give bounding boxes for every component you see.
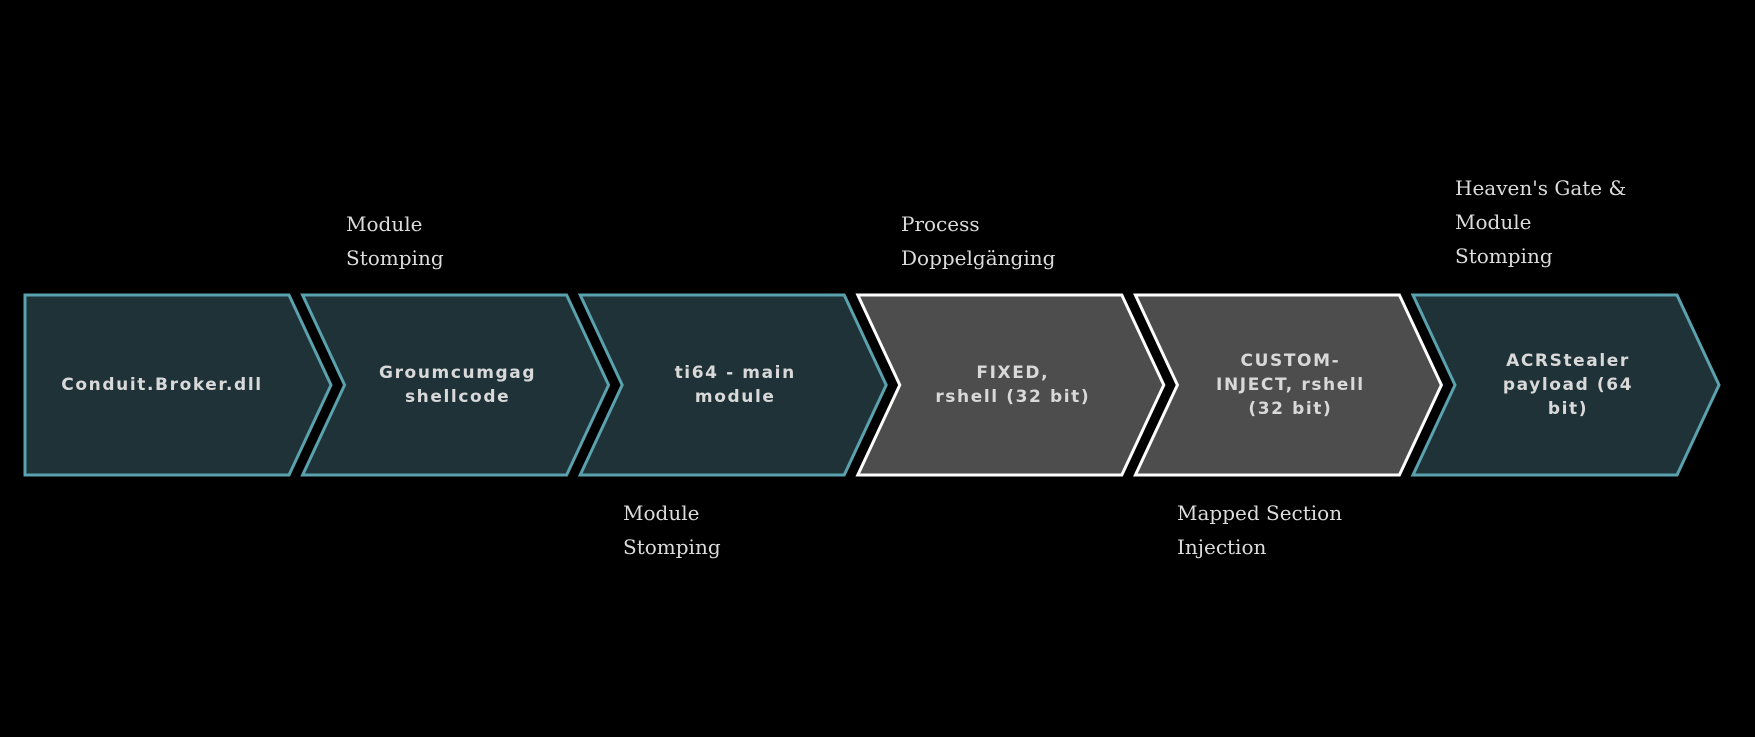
stage-label: ti64 - main module	[610, 295, 860, 475]
stage-chevron	[577, 293, 888, 477]
stage-label-line: rshell (32 bit)	[935, 387, 1091, 407]
stage-label-line: INJECT, rshell	[1216, 375, 1365, 395]
stage-chevron	[1410, 293, 1721, 477]
annotation-top-process-doppelganging: Process Doppelgänging	[901, 207, 1055, 275]
stage-label-line: shellcode	[404, 387, 511, 407]
stage-label: ACRStealer payload (64 bit)	[1443, 295, 1693, 475]
stage-label-line: bit)	[1547, 399, 1589, 419]
stage-chevron	[23, 293, 333, 477]
stage-chevron	[300, 293, 611, 477]
stage-label-line: ti64 - main	[674, 363, 796, 383]
annotation-line: Injection	[1177, 535, 1267, 559]
stage-label-line: Conduit.Broker.dll	[61, 375, 263, 395]
annotation-line: Doppelgänging	[901, 246, 1056, 270]
stage-label-line: FIXED,	[976, 363, 1050, 383]
annotation-line: Mapped Section	[1177, 501, 1343, 525]
annotation-line: Heaven's Gate &	[1455, 176, 1627, 200]
annotation-bottom-module-stomping: Module Stomping	[623, 496, 721, 564]
annotation-line: Stomping	[1455, 244, 1553, 268]
stage-label-line: module	[694, 387, 776, 407]
stage-label: FIXED, rshell (32 bit)	[888, 295, 1138, 475]
annotation-line: Process	[901, 212, 980, 236]
stage-label-line: (32 bit)	[1248, 399, 1333, 419]
stage-label: Conduit.Broker.dll	[37, 295, 287, 475]
stage-label-line: ACRStealer	[1506, 351, 1630, 371]
annotation-line: Stomping	[623, 535, 721, 559]
stage-label-line: CUSTOM-	[1240, 351, 1341, 371]
stage-label: Groumcumgag shellcode	[333, 295, 583, 475]
annotation-line: Module	[1455, 210, 1532, 234]
stage-chevron	[855, 293, 1166, 477]
annotation-line: Module	[346, 212, 423, 236]
annotation-bottom-mapped-section: Mapped Section Injection	[1177, 496, 1342, 564]
stage-label: CUSTOM- INJECT, rshell (32 bit)	[1165, 295, 1415, 475]
annotation-top-module-stomping: Module Stomping	[346, 207, 444, 275]
stage-label-line: Groumcumgag	[379, 363, 537, 383]
annotation-top-heavens-gate: Heaven's Gate & Module Stomping	[1455, 171, 1626, 273]
annotation-line: Module	[623, 501, 700, 525]
stage-label-line: payload (64	[1502, 375, 1634, 395]
stage-chevron	[1133, 293, 1444, 477]
annotation-line: Stomping	[346, 246, 444, 270]
